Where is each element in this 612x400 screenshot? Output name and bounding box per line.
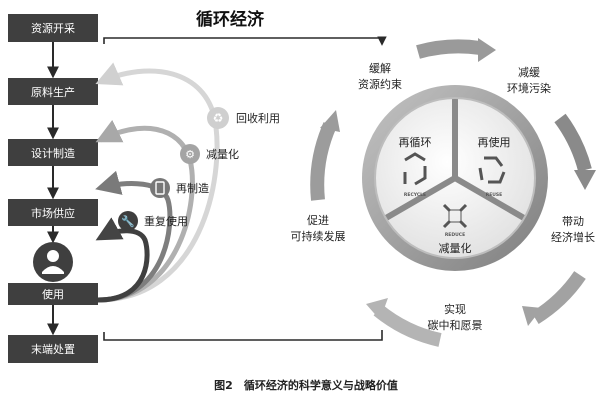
outer-label-sustainable: 促进 可持续发展 [291, 213, 346, 243]
battery-icon [150, 178, 170, 198]
chain-box-market: 市场供应 [8, 199, 98, 226]
outer-ring-arrow-top [416, 39, 482, 59]
chain-label-use: 使用 [42, 288, 64, 301]
svg-text:实现: 实现 [444, 302, 466, 316]
svg-text:缓解: 缓解 [369, 61, 391, 75]
segment-label-reuse: 再使用 [478, 136, 511, 149]
reduce-caption: REDUCE [445, 232, 465, 238]
chain-label-mining: 资源开采 [31, 21, 75, 35]
chain-box-design: 设计制造 [8, 139, 98, 166]
reduce-arrows-icon [442, 203, 468, 229]
outer-ring-arrow-bottom-right [531, 270, 586, 324]
recycle-caption: RECYCLE [404, 192, 426, 198]
top-connector-arrow [103, 36, 387, 46]
svg-text:♻: ♻ [213, 111, 224, 125]
figure-caption: 图2 循环经济的科学意义与战略价值 [214, 378, 398, 392]
recycle-arrows-icon [403, 152, 427, 186]
loop-label-recycle: 回收利用 [236, 111, 280, 125]
outer-ring [310, 38, 596, 347]
loop-curve-remanufacture [95, 170, 173, 303]
segment-recycle: 再循环 RECYCLE [399, 136, 432, 198]
chain-label-design: 设计制造 [31, 146, 75, 160]
svg-text:可持续发展: 可持续发展 [291, 229, 346, 243]
chain-label-market: 市场供应 [31, 206, 75, 220]
loop-label-reuse: 重复使用 [144, 214, 188, 228]
outer-label-environment: 减缓 环境污染 [507, 66, 551, 95]
outer-ring-arrow-left [310, 122, 337, 201]
diagram-title: 循环经济 [196, 9, 265, 30]
loop-item-reduce: ⚙ 减量化 [180, 144, 239, 164]
outer-label-economy: 带动 经济增长 [551, 215, 595, 244]
chain-box-raw-material: 原料生产 [8, 78, 98, 105]
chain-label-raw-material: 原料生产 [31, 85, 75, 99]
loop-item-recycle: ♻ 回收利用 [207, 107, 280, 129]
outer-ring-arrow-top-right [554, 113, 592, 172]
svg-text:减缓: 减缓 [518, 66, 540, 79]
center-wheel [362, 85, 548, 271]
svg-text:资源约束: 资源约束 [358, 77, 402, 91]
svg-text:环境污染: 环境污染 [507, 81, 551, 95]
reuse-caption: REUSE [486, 192, 503, 198]
svg-text:促进: 促进 [307, 213, 329, 227]
svg-text:经济增长: 经济增长 [551, 230, 595, 244]
loop-label-remanufacture: 再制造 [176, 181, 209, 195]
reuse-arrows-icon [478, 156, 506, 184]
loop-item-remanufacture: 再制造 [150, 178, 209, 198]
segment-label-recycle: 再循环 [399, 136, 432, 149]
outer-label-resource: 缓解 资源约束 [358, 61, 402, 91]
svg-text:碳中和愿景: 碳中和愿景 [428, 318, 483, 332]
chain-box-use: 使用 [8, 242, 98, 305]
chain-box-disposal: 末端处置 [8, 335, 98, 363]
svg-text:带动: 带动 [562, 215, 584, 228]
bottom-connector-line [103, 330, 383, 341]
segment-label-reduce: 减量化 [439, 241, 472, 255]
chain-box-mining: 资源开采 [8, 14, 98, 42]
svg-text:⚙: ⚙ [185, 148, 195, 161]
recycle-icon [207, 107, 229, 129]
loop-curve-reuse [95, 217, 150, 303]
segment-reduce: REDUCE 减量化 [439, 203, 472, 255]
outer-label-carbon: 实现 碳中和愿景 [428, 302, 483, 332]
loop-curve-recycle [95, 62, 220, 303]
segment-reuse: 再使用 REUSE [478, 136, 511, 198]
chain-label-disposal: 末端处置 [31, 342, 75, 356]
loop-curve-reduce [95, 119, 195, 303]
gears-icon [180, 144, 200, 164]
svg-text:🔧: 🔧 [121, 214, 135, 228]
loop-item-reuse: 🔧 重复使用 [118, 211, 188, 231]
wrench-icon [118, 211, 138, 231]
loop-label-reduce: 减量化 [206, 147, 239, 161]
